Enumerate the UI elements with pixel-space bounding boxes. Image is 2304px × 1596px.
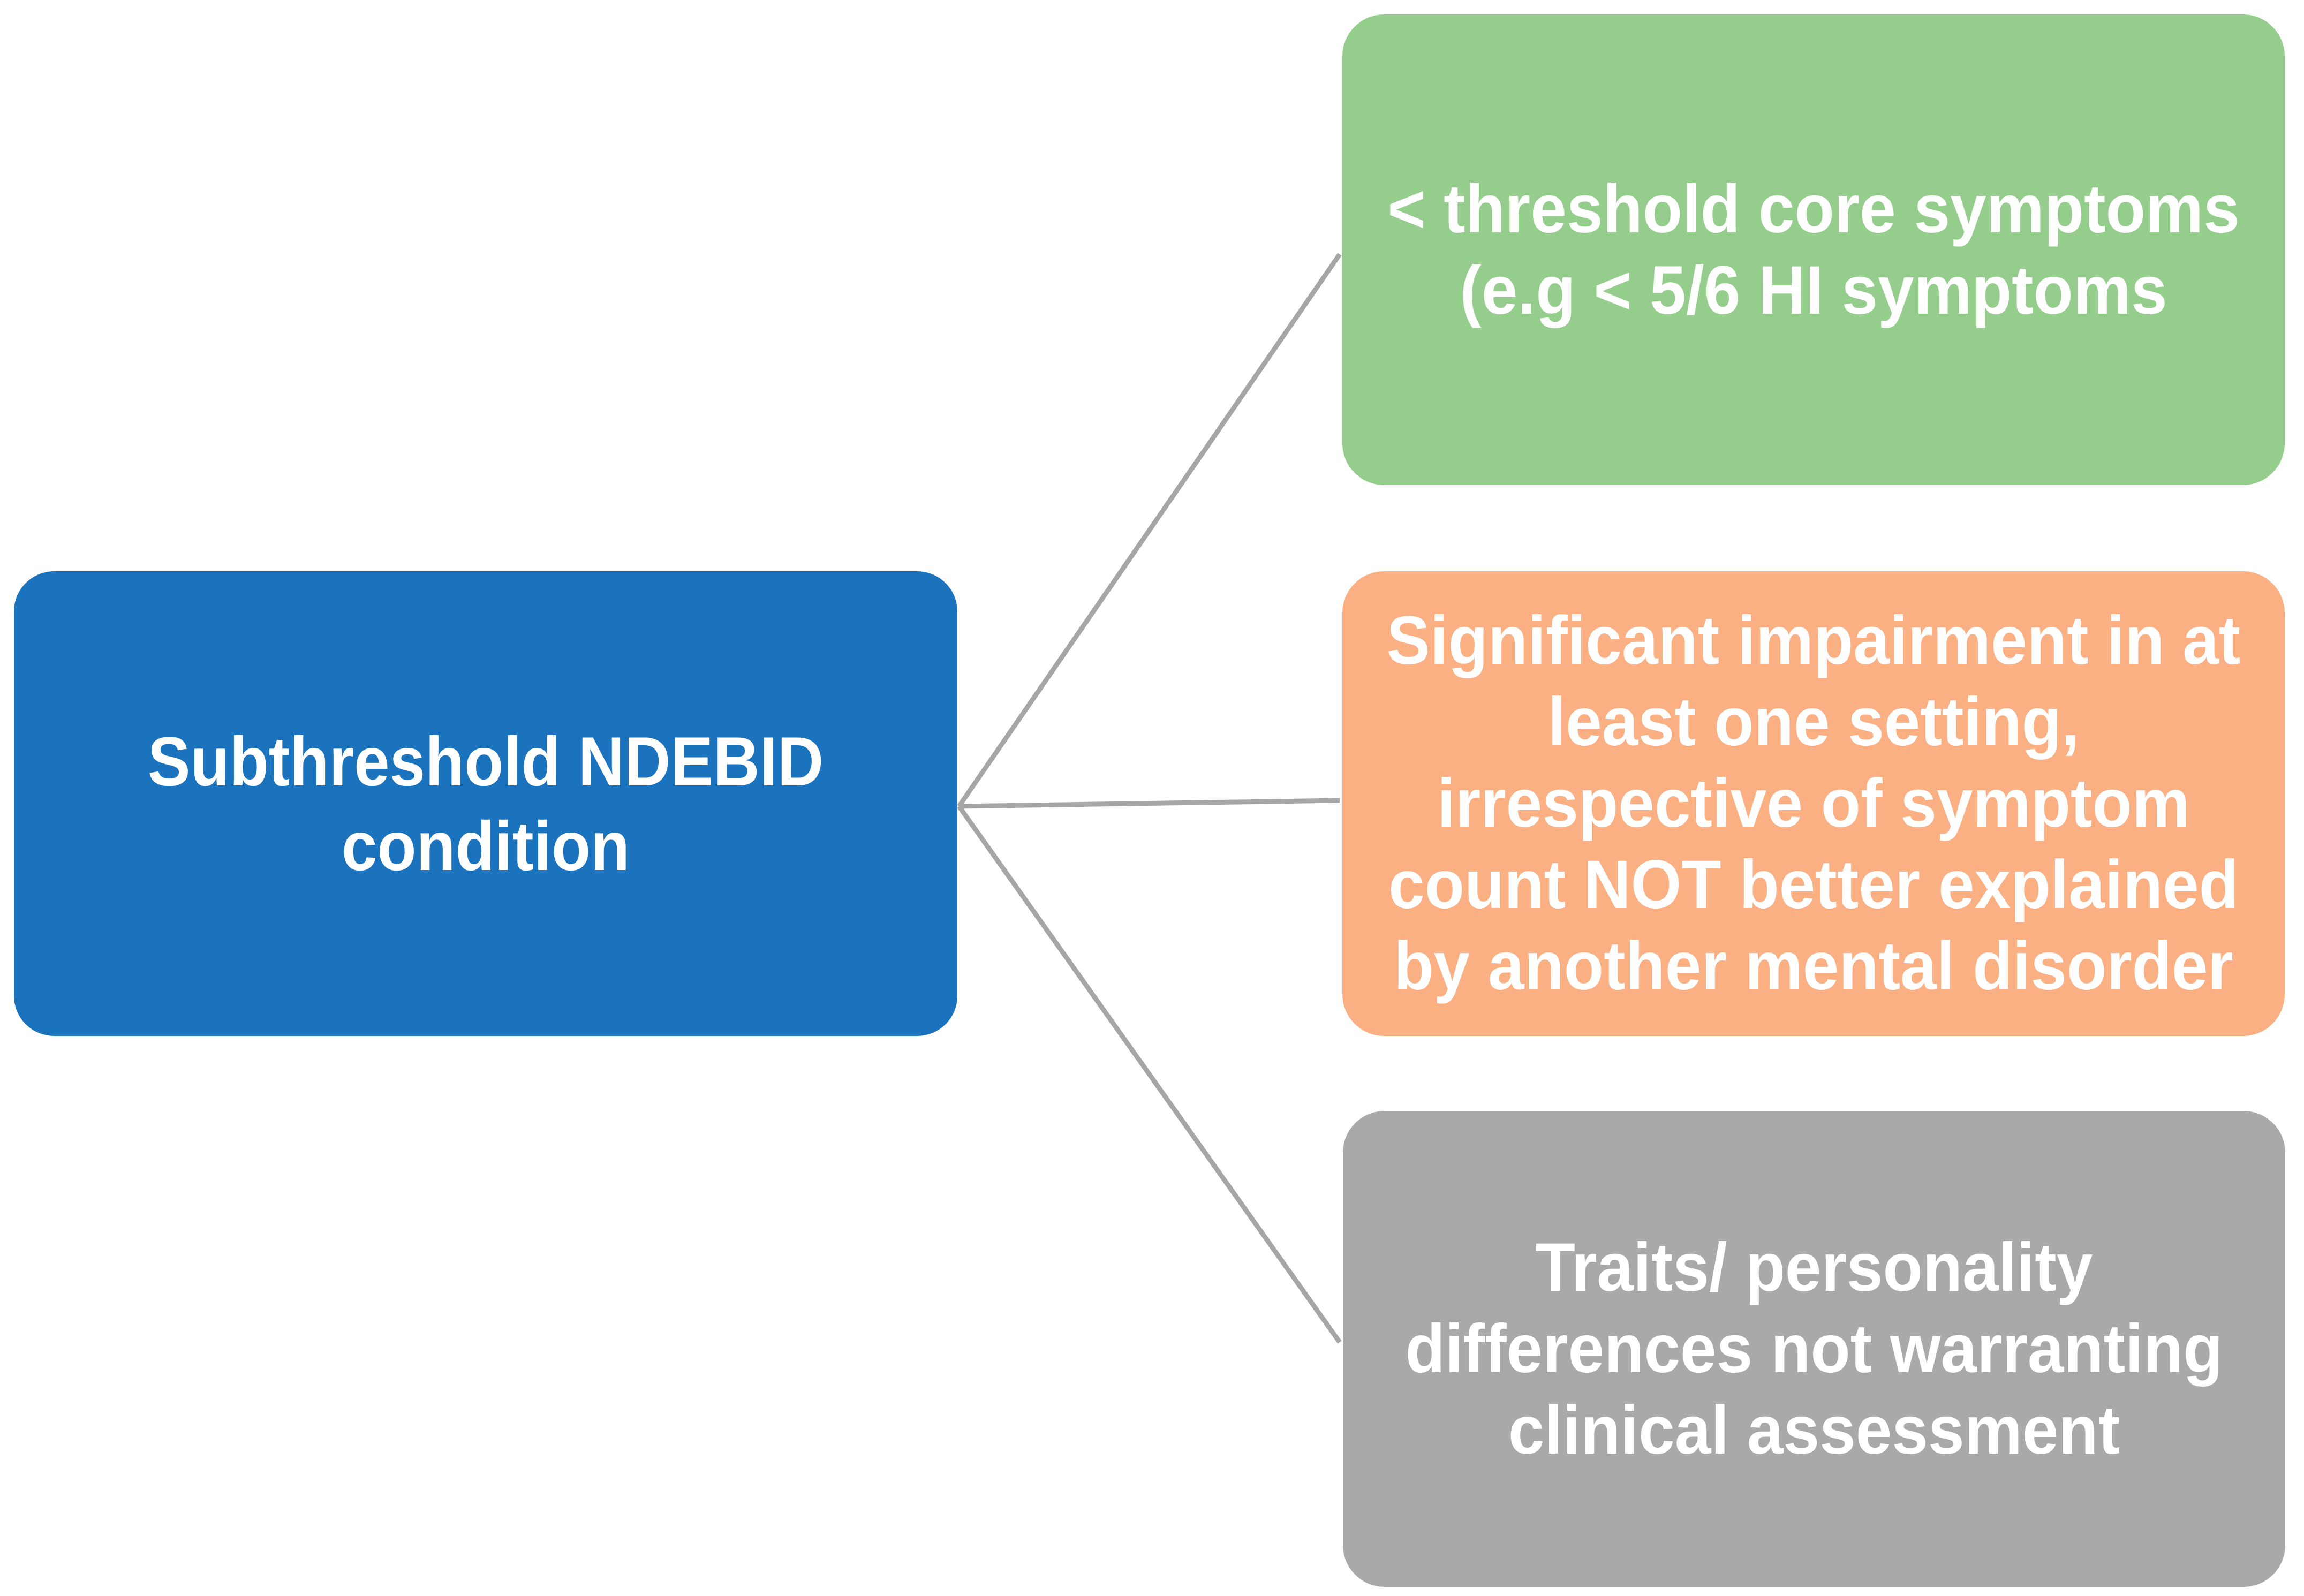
branch-node-label-significant-impairment: Significant impairment in at least one s… [1386,602,2241,1004]
branch-node-traits-personality-differences: Traits/ personality differences not warr… [1343,1111,2285,1587]
branch-node-subthreshold-core-symptoms: < threshold core symptoms (e.g < 5/6 HI … [1342,14,2285,485]
connector-line-middle [958,798,1340,809]
branch-node-label-core-symptoms: < threshold core symptoms (e.g < 5/6 HI … [1387,170,2240,329]
branch-node-significant-impairment: Significant impairment in at least one s… [1342,571,2285,1036]
connector-line-bottom [957,805,1342,1344]
connector-line-top [957,253,1342,808]
root-node-subthreshold-ndebid-condition: Subthreshold NDEBID condition [14,571,957,1036]
branch-node-label-traits-personality: Traits/ personality differences not warr… [1405,1229,2223,1469]
root-node-label: Subthreshold NDEBID condition [147,722,824,885]
